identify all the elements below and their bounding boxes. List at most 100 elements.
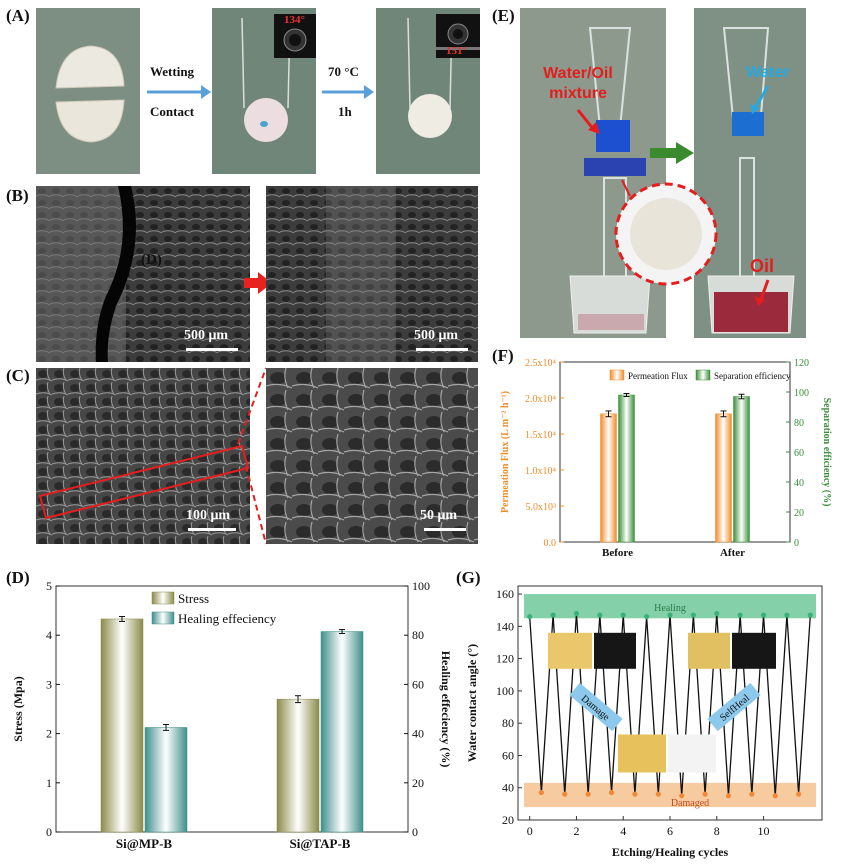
y-tick-label: 2.5x10⁴ [525,358,557,369]
y-axis-title: Permeation Flux (L m⁻² h⁻¹) [500,391,511,513]
data-point [807,612,813,618]
y-tick-label: 60 [502,748,514,762]
data-point [690,612,696,618]
panel-label-e: (E) [492,6,515,25]
selfheal-arrow-body [707,682,761,732]
data-point [749,791,755,797]
damaged-band-label: Damaged [671,798,709,809]
photo-separation-after [694,8,806,338]
contact-angle-inset-2: 151° [436,14,480,58]
y-tick-label: 0.0 [544,538,557,549]
legend-label: Permeation Flux [628,371,688,381]
y2-tick-label: 60 [794,448,804,459]
y-tick-label: 3 [46,677,52,691]
data-point [737,612,743,618]
sem-healed-surface: 500 μm [266,186,478,362]
y-tick-label: 120 [496,652,514,666]
data-point [667,612,673,618]
photo-broken-sample [36,8,140,174]
scale-bar-c-left [188,528,236,531]
bar-separation-efficiency [733,396,750,543]
bar-stress [276,698,320,833]
y2-axis-title: Separation efficiency (%) [821,398,832,507]
scale-bar-b-left [186,348,238,351]
y2-tick-label: 60 [412,677,424,691]
data-point [573,610,580,617]
y-tick-label: 5.0x10³ [526,502,557,513]
legend-label: Stress [178,591,209,606]
label-water-oil-mixture: Water/Oil mixture [526,64,630,104]
inset-sample-etched-photo [618,734,666,773]
plot-frame [55,585,409,833]
legend-swatch [609,369,625,381]
label-water: Water [746,64,790,81]
x-category-label: Si@TAP-B [290,836,351,851]
healing-band-label: Healing [654,603,686,614]
sem-damaged-surface: (D) 500 μm [36,186,250,362]
legend-swatch [151,591,175,605]
data-point [550,612,556,618]
y2-tick-label: 80 [794,418,804,429]
zoom-lines [237,367,267,545]
y2-tick-label: 100 [794,388,809,399]
label-oil: Oil [750,256,775,276]
y-tick-label: 4 [46,628,52,642]
x-tick-label: 10 [758,824,770,838]
photo-wetted-sample: 134° [212,8,316,174]
arrow-green-e [650,142,694,164]
arrow-heating [322,85,374,99]
x-category-label: Si@MP-B [116,836,172,851]
data-point [608,789,615,796]
label-mixture-line1: Water/Oil [543,65,613,82]
bar-permeation-flux [600,413,617,543]
y2-tick-label: 20 [794,508,804,519]
label-mixture-line2: mixture [549,85,607,102]
panel-label-g: (G) [456,568,481,587]
legend-swatch [151,611,175,625]
y-tick-label: 0 [46,825,52,839]
y2-tick-label: 40 [794,478,804,489]
chart-f: 0.05.0x10³1.0x10⁴1.5x10⁴2.0x10⁴2.5x10⁴02… [500,358,832,559]
arrow1-bottom-label: Contact [150,104,195,119]
inset-droplet-damaged-photo [594,632,636,669]
panel-label-a: (A) [6,6,30,25]
bar-permeation-flux [715,413,732,543]
scale-label-b-left: 500 μm [184,328,229,343]
photo-separation-before [520,8,666,338]
data-point [597,612,603,618]
y-tick-label: 40 [502,781,514,795]
panel-label-c: (C) [6,366,30,385]
y2-tick-label: 0 [794,538,799,549]
data-point [538,789,544,796]
x-tick-label: 8 [714,824,720,838]
x-category-label: After [720,547,745,559]
y2-tick-label: 100 [412,579,430,593]
scale-label-b-right: 500 μm [414,328,459,343]
data-point [784,612,790,618]
inset-droplet-healed-photo [732,632,776,669]
damaged-band [524,782,816,808]
bar-healing-effeciency [144,727,188,833]
y2-tick-label: 0 [412,825,418,839]
panel-label-f: (F) [492,346,514,365]
y-tick-label: 100 [496,684,514,698]
data-point [620,612,626,618]
y-tick-label: 1.5x10⁴ [525,430,557,441]
plot-frame [559,361,791,543]
data-point [772,793,778,799]
arrow-water [750,85,770,114]
scale-label-c-left: 100 μm [186,508,231,523]
y-tick-label: 160 [496,587,514,601]
damage-marker: (D) [141,252,162,268]
x-tick-label: 0 [527,824,533,838]
sem-high-mag: 50 μm [266,368,478,544]
y-tick-label: 5 [46,579,52,593]
data-point [644,614,650,620]
scale-bar-b-right [416,348,468,351]
y-tick-label: 1.0x10⁴ [525,466,557,477]
scale-bar-c-right [424,528,466,531]
x-tick-label: 4 [620,824,626,838]
arrow-wetting [147,85,211,99]
